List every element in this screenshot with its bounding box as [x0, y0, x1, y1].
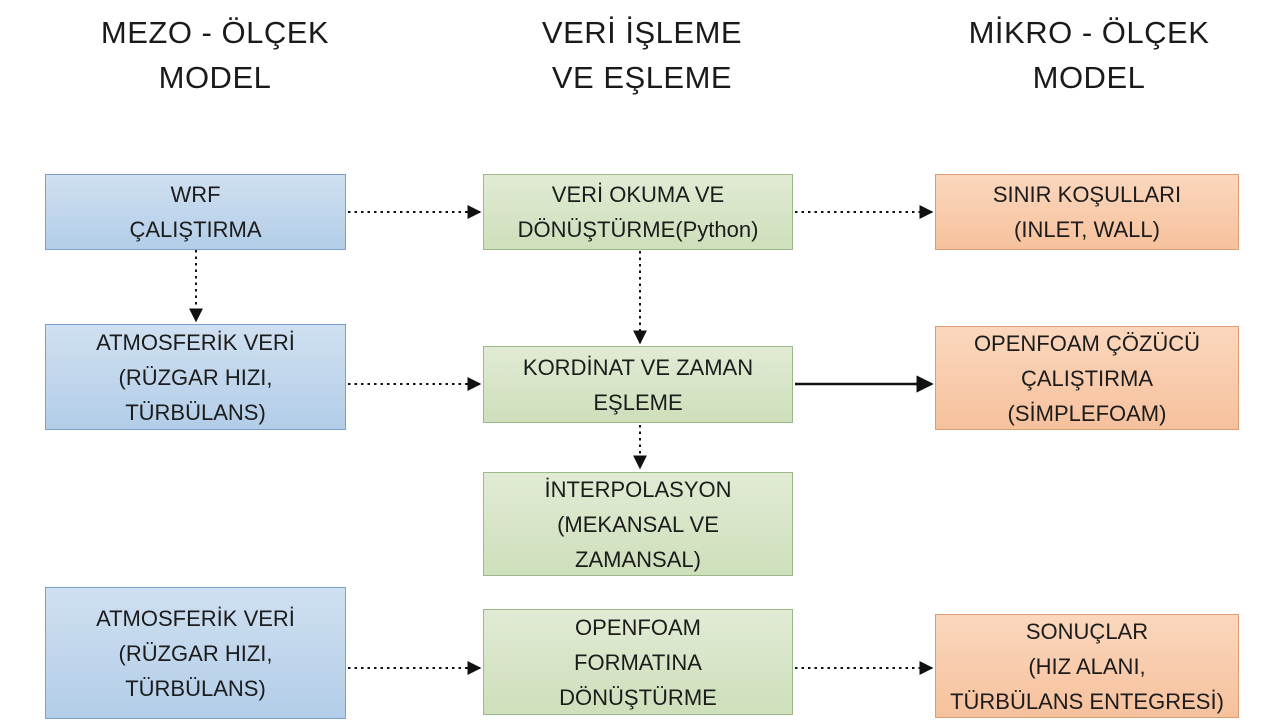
openfoam-format-line-2: FORMATINA	[574, 649, 702, 675]
atmospheric-data-line-1: ATMOSFERİK VERİ	[96, 329, 295, 355]
micro-scale-header: MİKRO - ÖLÇEK MODEL	[909, 10, 1269, 100]
results-line-2: (HIZ ALANI,	[1028, 653, 1146, 679]
data-processing-header: VERİ İŞLEME VE EŞLEME	[462, 10, 822, 100]
boundary-conditions-line-1: SINIR KOŞULLARI	[992, 182, 1182, 207]
micro-scale-header-line-2: MODEL	[1032, 60, 1146, 95]
wrf-run-box: WRF ÇALIŞTIRMA	[45, 174, 346, 250]
atmospheric-data-2-line-3: TÜRBÜLANS)	[125, 675, 266, 701]
results-line-1: SONUÇLAR	[1025, 618, 1149, 644]
data-processing-header-line-2: VE EŞLEME	[551, 60, 733, 95]
openfoam-solver-box: OPENFOAM ÇÖZÜCÜ ÇALIŞTIRMA (SİMPLEFOAM)	[935, 326, 1239, 430]
openfoam-format-line-3: DÖNÜŞTÜRME	[559, 684, 717, 710]
meso-scale-header-line-2: MODEL	[158, 60, 272, 95]
data-read-convert-box: VERİ OKUMA VE DÖNÜŞTÜRME(Python)	[483, 174, 793, 250]
openfoam-format-line-1: OPENFOAM	[575, 614, 701, 640]
atmospheric-data-line-3: TÜRBÜLANS)	[125, 399, 266, 425]
interpolation-line-3: ZAMANSAL)	[575, 546, 701, 572]
openfoam-solver-line-1: OPENFOAM ÇÖZÜCÜ	[973, 330, 1201, 356]
wrf-run-line-1: WRF	[170, 182, 221, 207]
data-processing-header-line-1: VERİ İŞLEME	[541, 15, 743, 50]
coordinate-time-mapping-line-2: EŞLEME	[593, 389, 683, 415]
results-line-3: TÜRBÜLANS ENTEGRESİ)	[950, 688, 1224, 714]
interpolation-box: İNTERPOLASYON (MEKANSAL VE ZAMANSAL)	[483, 472, 793, 576]
results-box: SONUÇLAR (HIZ ALANI, TÜRBÜLANS ENTEGRESİ…	[935, 614, 1239, 718]
atmospheric-data-2-line-2: (RÜZGAR HIZI,	[118, 640, 273, 666]
meso-scale-header: MEZO - ÖLÇEK MODEL	[35, 10, 395, 100]
openfoam-format-box: OPENFOAM FORMATINA DÖNÜŞTÜRME	[483, 609, 793, 715]
interpolation-line-1: İNTERPOLASYON	[544, 476, 732, 502]
data-read-convert-line-2: DÖNÜŞTÜRME(Python)	[517, 217, 759, 242]
wrf-run-line-2: ÇALIŞTIRMA	[129, 217, 262, 242]
openfoam-solver-line-2: ÇALIŞTIRMA	[1020, 365, 1154, 391]
micro-scale-header-line-1: MİKRO - ÖLÇEK	[968, 15, 1210, 50]
atmospheric-data-line-2: (RÜZGAR HIZI,	[118, 364, 273, 390]
coordinate-time-mapping-box: KORDİNAT VE ZAMAN EŞLEME	[483, 346, 793, 423]
coordinate-time-mapping-line-1: KORDİNAT VE ZAMAN	[522, 354, 754, 380]
boundary-conditions-line-2: (INLET, WALL)	[1014, 217, 1160, 242]
atmospheric-data-2-line-1: ATMOSFERİK VERİ	[96, 605, 295, 631]
openfoam-solver-line-3: (SİMPLEFOAM)	[1007, 400, 1167, 426]
boundary-conditions-box: SINIR KOŞULLARI (INLET, WALL)	[935, 174, 1239, 250]
data-read-convert-line-1: VERİ OKUMA VE	[551, 182, 725, 207]
atmospheric-data-box-2: ATMOSFERİK VERİ (RÜZGAR HIZI, TÜRBÜLANS)	[45, 587, 346, 719]
meso-scale-header-line-1: MEZO - ÖLÇEK	[100, 15, 330, 50]
atmospheric-data-box: ATMOSFERİK VERİ (RÜZGAR HIZI, TÜRBÜLANS)	[45, 324, 346, 430]
interpolation-line-2: (MEKANSAL VE	[557, 511, 719, 537]
